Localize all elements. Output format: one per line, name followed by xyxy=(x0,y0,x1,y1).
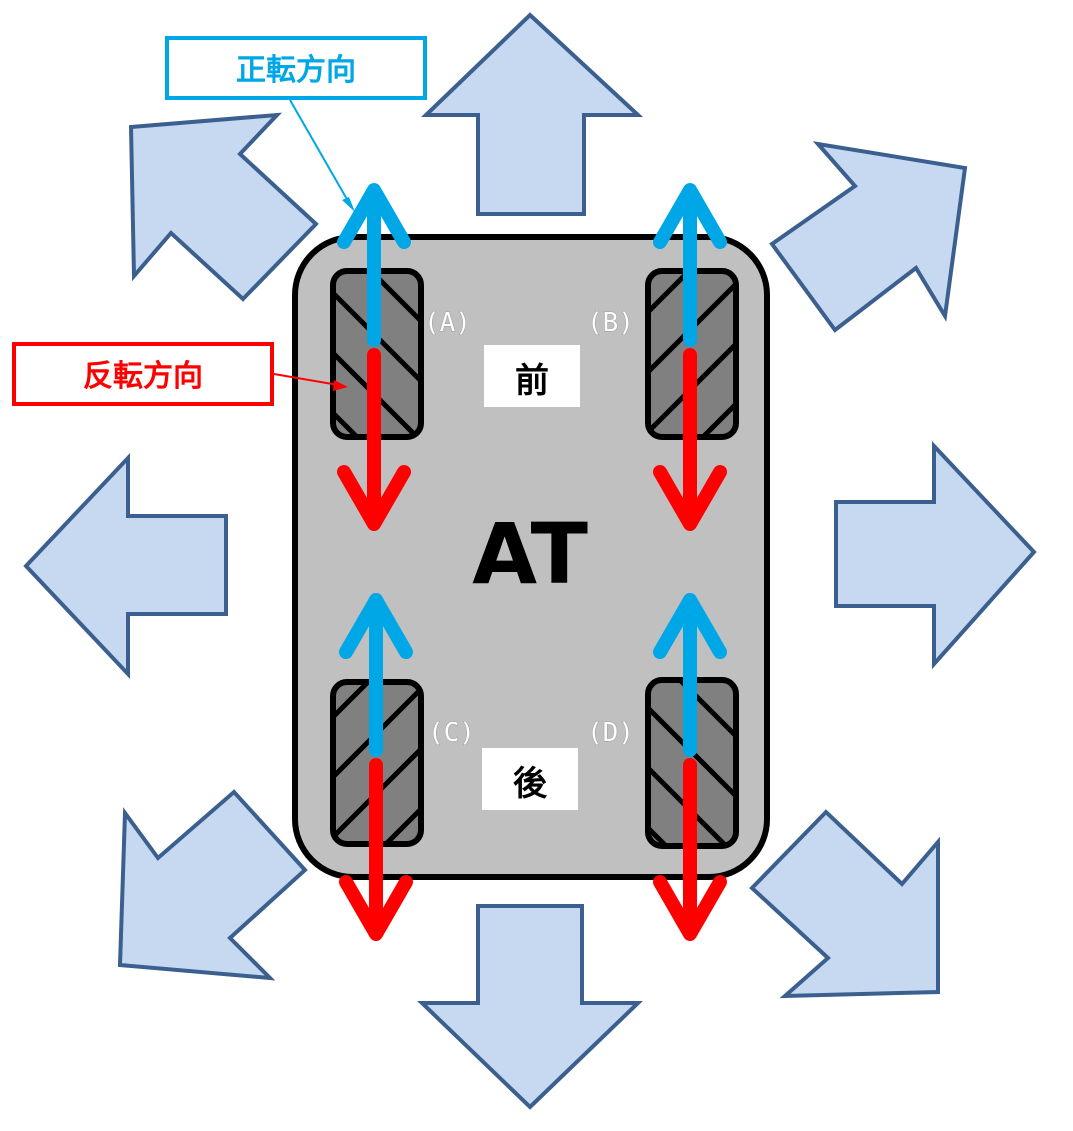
vehicle-label: AT xyxy=(472,505,588,603)
reverse-callout-box xyxy=(12,342,274,406)
wheel-a-forward-arrow xyxy=(337,183,411,347)
wheel-label-d: (D) xyxy=(587,718,634,748)
wheel-label-a: (A) xyxy=(424,308,471,338)
forward-callout-leader xyxy=(289,99,353,209)
wheel-d-reverse-arrow xyxy=(653,758,727,941)
forward-callout-text: 正転方向 xyxy=(236,53,356,88)
forward-callout-box xyxy=(165,36,427,100)
forward-callout: 正転方向 xyxy=(165,36,427,212)
wheel-b-reverse-arrow xyxy=(653,348,727,531)
move-left-arrow xyxy=(23,452,228,680)
wheel-c-forward-arrow xyxy=(339,593,413,757)
move-right-arrow xyxy=(834,440,1037,670)
move-up-left-arrow xyxy=(128,112,319,302)
move-down-right-arrow xyxy=(749,809,940,999)
reverse-callout-leader-tip xyxy=(333,380,348,391)
forward-callout-leader-tip xyxy=(342,197,355,212)
movement-arrows xyxy=(23,12,1037,1110)
move-up-arrow xyxy=(421,12,644,216)
wheel-a-reverse-arrow xyxy=(337,348,411,531)
wheel-b-forward-arrow xyxy=(653,183,727,347)
move-down-left-arrow xyxy=(117,789,308,981)
move-down-arrow xyxy=(417,904,643,1110)
move-up-right-arrow xyxy=(769,141,968,333)
wheel-label-b: (B) xyxy=(587,308,634,338)
rotation-arrows xyxy=(337,183,727,941)
wheel-label-c: (C) xyxy=(428,718,475,748)
front-label: 前 xyxy=(515,361,549,401)
rear-label-box xyxy=(482,748,578,810)
front-label-box xyxy=(484,345,580,407)
rear-label: 後 xyxy=(513,764,548,804)
wheel-c-reverse-arrow xyxy=(339,758,413,941)
reverse-callout-text: 反転方向 xyxy=(83,359,203,394)
reverse-callout: 反転方向 xyxy=(12,342,348,406)
reverse-callout-leader xyxy=(273,373,345,387)
wheel-d-forward-arrow xyxy=(653,593,727,757)
